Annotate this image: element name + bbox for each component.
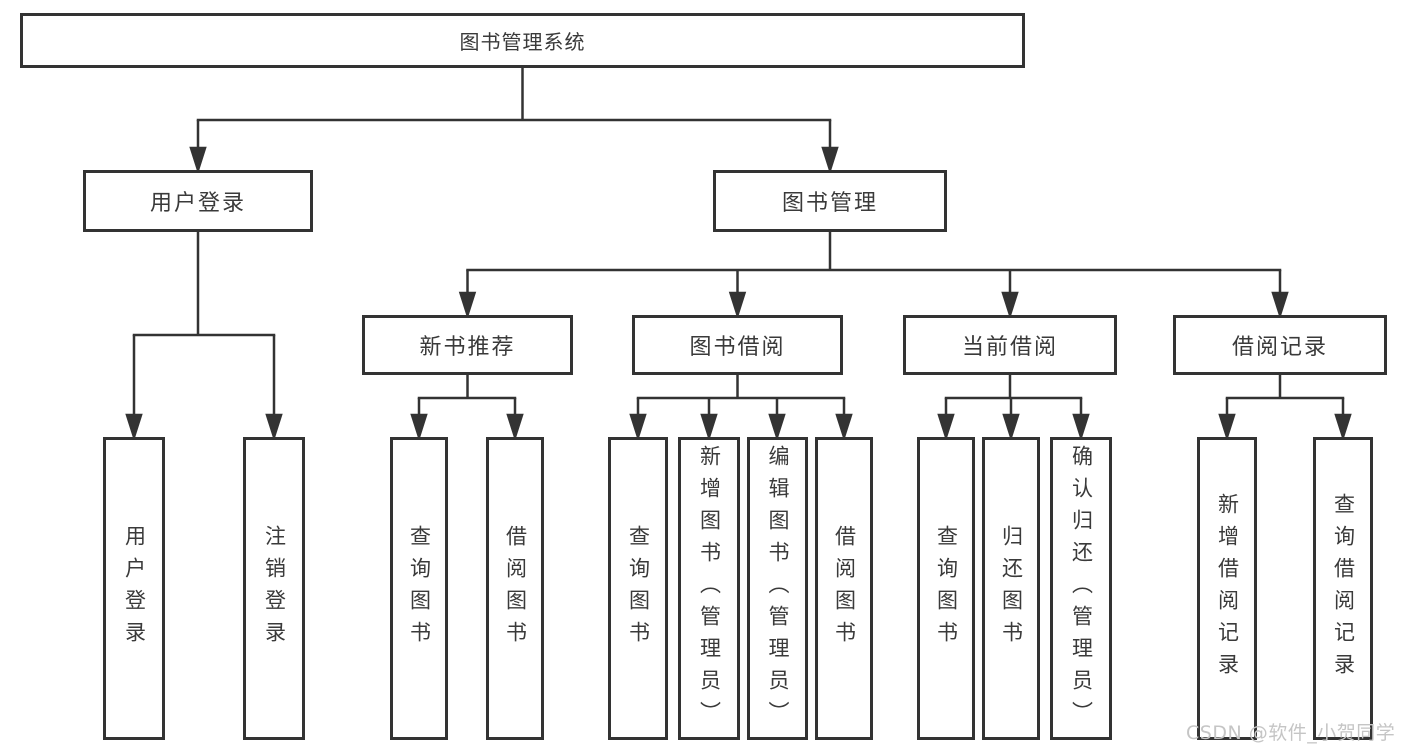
node-user-login: 用户登录 [83,170,313,232]
node-borrow-records-label: 借阅记录 [1231,335,1328,360]
leaf-current-query-books: 查询图书 [917,437,975,740]
node-book-borrow-label: 图书借阅 [689,335,786,360]
leaf-rec-query-books-label: 查询图书 [407,524,432,653]
leaf-logout: 注销登录 [243,437,305,740]
leaf-add-books-admin-label: 新增图书（管理员） [697,444,722,733]
leaf-rec-query-books: 查询图书 [390,437,448,740]
node-root-label: 图书管理系统 [459,30,586,54]
connector-root [189,68,839,175]
node-new-book-rec-label: 新书推荐 [419,335,516,360]
leaf-rec-borrow-books: 借阅图书 [486,437,544,740]
csdn-watermark: CSDN @软件_小贺同学 [1186,722,1396,744]
connector-book-mgmt [458,232,1289,320]
node-root: 图书管理系统 [20,13,1025,68]
leaf-add-borrow-record-label: 新增借阅记录 [1215,492,1240,685]
leaf-return-books-label: 归还图书 [999,524,1024,653]
leaf-edit-books-admin-label: 编辑图书（管理员） [766,444,790,733]
node-current-borrow-label: 当前借阅 [961,335,1058,360]
node-book-borrow: 图书借阅 [632,315,843,375]
leaf-borrow-books: 借阅图书 [815,437,873,740]
leaf-rec-borrow-books-label: 借阅图书 [503,524,528,653]
connector-borrow-records [1218,375,1352,442]
leaf-return-books: 归还图书 [982,437,1040,740]
leaf-add-books-admin: 新增图书（管理员） [678,437,740,740]
connector-current-borrow [937,375,1090,442]
node-current-borrow: 当前借阅 [903,315,1117,375]
node-book-mgmt: 图书管理 [713,170,947,232]
leaf-query-borrow-record-label: 查询借阅记录 [1331,492,1356,685]
leaf-confirm-return-admin: 确认归还（管理员） [1050,437,1112,740]
leaf-edit-books-admin: 编辑图书（管理员） [747,437,808,740]
leaf-confirm-return-admin-label: 确认归还（管理员） [1069,444,1094,733]
connector-book-borrow [629,375,853,442]
leaf-query-borrow-record: 查询借阅记录 [1313,437,1373,740]
node-book-mgmt-label: 图书管理 [781,191,878,216]
leaf-borrow-books-label: 借阅图书 [832,524,857,653]
leaf-user-login-label: 用户登录 [122,524,147,653]
leaf-current-query-books-label: 查询图书 [934,524,959,653]
connector-user-login [125,232,283,442]
connector-new-book-rec [410,375,524,442]
leaf-borrow-query-books-label: 查询图书 [626,524,651,653]
leaf-borrow-query-books: 查询图书 [608,437,668,740]
leaf-logout-label: 注销登录 [262,524,287,653]
node-new-book-rec: 新书推荐 [362,315,573,375]
leaf-add-borrow-record: 新增借阅记录 [1197,437,1257,740]
node-borrow-records: 借阅记录 [1173,315,1387,375]
node-user-login-label: 用户登录 [149,191,246,216]
leaf-user-login: 用户登录 [103,437,165,740]
